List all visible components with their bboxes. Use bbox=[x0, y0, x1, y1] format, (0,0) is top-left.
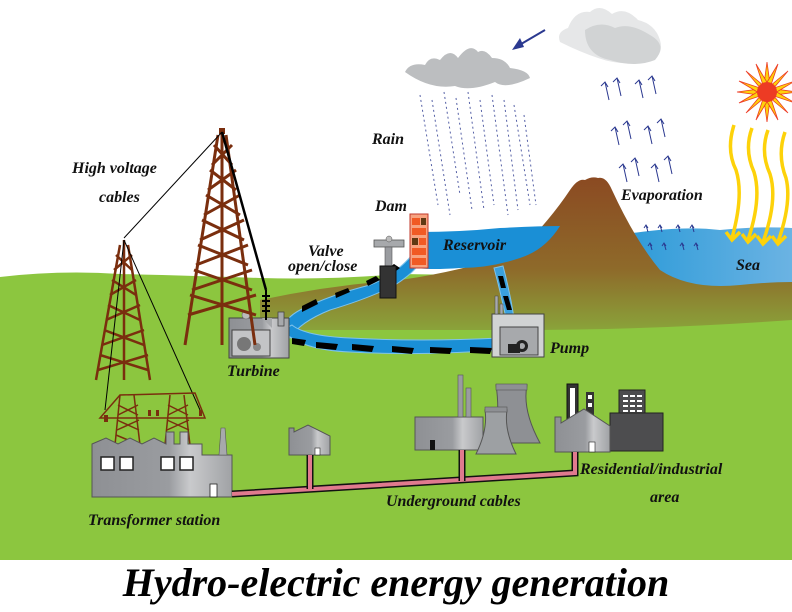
label-high-voltage-cables-2: cables bbox=[99, 189, 140, 206]
label-sea: Sea bbox=[736, 257, 760, 274]
transformer-pylons-icon bbox=[98, 392, 207, 446]
evaporation-cloud-icon bbox=[559, 7, 661, 65]
diagram-title: Hydro-electric energy generation bbox=[122, 560, 670, 605]
high-voltage-tower-small-icon bbox=[94, 240, 152, 381]
label-residential-1: Residential/industrial bbox=[580, 461, 723, 478]
reservoir-water bbox=[418, 226, 560, 269]
rain-cloud-icon bbox=[405, 48, 530, 89]
turbine-building-icon bbox=[228, 290, 290, 359]
label-evaporation: Evaporation bbox=[621, 187, 703, 204]
label-reservoir: Reservoir bbox=[443, 237, 507, 254]
underground-cables bbox=[231, 450, 579, 498]
tower-top bbox=[219, 128, 225, 134]
pump-building-icon bbox=[491, 295, 545, 358]
label-rain: Rain bbox=[372, 131, 405, 148]
label-turbine: Turbine bbox=[227, 363, 280, 380]
rain-drops bbox=[419, 91, 537, 216]
power-plant-icon bbox=[414, 374, 541, 455]
label-transformer-station: Transformer station bbox=[88, 512, 221, 529]
sun-rays bbox=[724, 124, 790, 247]
evaporation-arrows bbox=[600, 75, 699, 251]
transformer-station-building-icon bbox=[91, 427, 233, 498]
high-voltage-cables bbox=[104, 131, 268, 411]
high-voltage-tower-large-icon bbox=[183, 130, 257, 346]
label-dam: Dam bbox=[375, 198, 407, 215]
label-pump: Pump bbox=[550, 340, 590, 357]
label-valve-1: Valve bbox=[308, 243, 344, 260]
wind-arrow-icon bbox=[512, 29, 546, 50]
label-high-voltage-cables-1: High voltage bbox=[72, 160, 157, 177]
dam-icon bbox=[409, 213, 429, 269]
residential-industrial-icon bbox=[554, 383, 664, 453]
insulators bbox=[104, 410, 202, 422]
valve-icon bbox=[373, 235, 405, 299]
sun-icon bbox=[736, 61, 792, 123]
label-residential-2: area bbox=[650, 489, 680, 506]
label-underground-cables: Underground cables bbox=[386, 493, 521, 510]
small-house-icon bbox=[288, 424, 331, 456]
hydro-scene bbox=[0, 7, 792, 560]
label-valve-2: open/close bbox=[288, 258, 358, 275]
